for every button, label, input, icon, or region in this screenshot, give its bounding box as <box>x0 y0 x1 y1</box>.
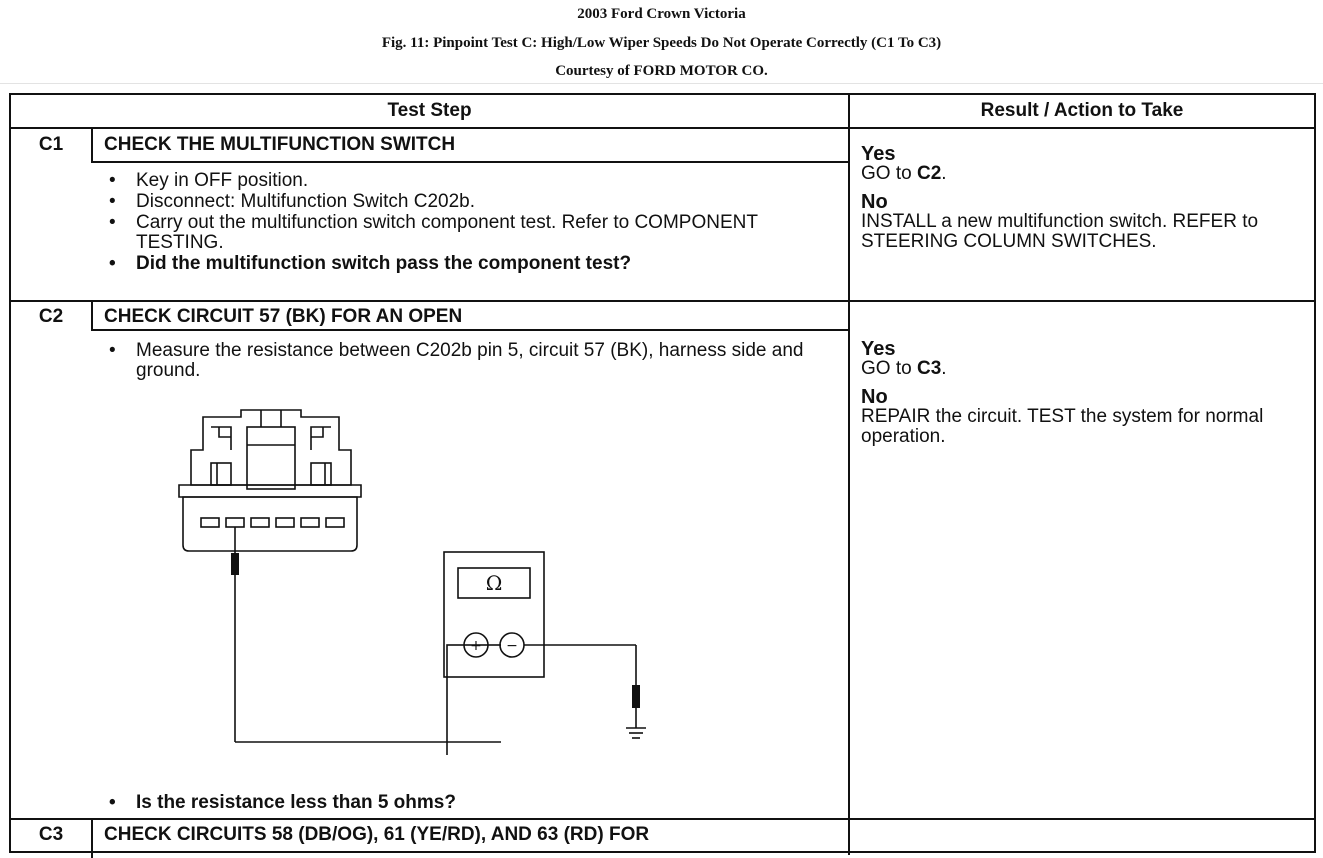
no-action: INSTALL a new multifunction switch. REFE… <box>861 211 1259 252</box>
c1-c2-divider <box>11 300 1314 302</box>
no-label: No <box>861 191 888 213</box>
yes-label: Yes <box>861 143 896 165</box>
figure-caption: Fig. 11: Pinpoint Test C: High/Low Wiper… <box>381 35 942 51</box>
step-question-list-c2: Is the resistance less than 5 ohms? <box>104 793 824 814</box>
c2-c3-divider <box>11 818 1314 820</box>
step-id-c2: C2 <box>38 306 64 327</box>
resistance-measurement-diagram <box>178 409 501 755</box>
plus-label: + <box>470 638 482 654</box>
yes-label: Yes <box>861 338 896 360</box>
step-title-c2: CHECK CIRCUIT 57 (BK) FOR AN OPEN <box>104 306 463 327</box>
id-divider-c1 <box>91 127 93 161</box>
document-vehicle-title: 2003 Ford Crown Victoria <box>577 6 746 22</box>
step-item: Key in OFF position. <box>104 171 804 192</box>
yes-action-suffix: . <box>941 358 947 379</box>
yes-action-text: GO to <box>861 163 917 184</box>
step-item: Disconnect: Multifunction Switch C202b. <box>104 192 804 213</box>
yes-action-text: GO to <box>861 358 917 379</box>
meter-display <box>457 567 531 599</box>
step-id-c3: C3 <box>38 824 64 845</box>
ohmmeter-diagram: Ω + − <box>443 551 646 739</box>
step-list-c2: Measure the resistance between C202b pin… <box>104 341 824 381</box>
step-question: Did the multifunction switch pass the co… <box>104 254 804 275</box>
step-title-c1: CHECK THE MULTIFUNCTION SWITCH <box>104 134 456 155</box>
step-item: Measure the resistance between C202b pin… <box>104 341 824 381</box>
yes-action-suffix: . <box>941 163 947 184</box>
no-action: REPAIR the circuit. TEST the system for … <box>861 406 1264 447</box>
minus-label: − <box>506 638 518 654</box>
header-divider <box>0 83 1323 84</box>
yes-action: GO to C3. <box>861 359 1301 379</box>
courtesy-line: Courtesy of FORD MOTOR CO. <box>555 63 768 79</box>
step-id-c1: C1 <box>38 134 64 155</box>
result-c2: Yes GO to C3. No REPAIR the circuit. TES… <box>861 339 1301 447</box>
column-divider <box>848 95 850 855</box>
step-title-c3: CHECK CIRCUITS 58 (DB/OG), 61 (YE/RD), A… <box>104 824 650 845</box>
c1-title-divider <box>91 161 848 163</box>
id-divider-c2 <box>91 300 93 329</box>
probe-tip <box>231 553 239 575</box>
ground-probe <box>632 685 640 708</box>
pinpoint-test-table: Test Step Result / Action to Take C1 CHE… <box>9 93 1316 858</box>
no-label: No <box>861 386 888 408</box>
ohmmeter-icon <box>446 644 501 755</box>
step-list-c1: Key in OFF position. Disconnect: Multifu… <box>104 171 804 275</box>
yes-action: GO to C2. <box>861 164 1301 184</box>
id-divider-c3 <box>91 818 93 858</box>
yes-target-link[interactable]: C3 <box>916 358 942 379</box>
header-row-divider <box>11 127 1314 129</box>
c2-title-divider <box>91 329 848 331</box>
step-item: Carry out the multifunction switch compo… <box>104 213 804 253</box>
ohm-symbol: Ω <box>486 571 503 595</box>
step-question: Is the resistance less than 5 ohms? <box>104 793 824 814</box>
yes-target-link[interactable]: C2 <box>916 163 942 184</box>
meter-body <box>443 551 545 678</box>
result-c1: Yes GO to C2. No INSTALL a new multifunc… <box>861 144 1301 252</box>
column-header-result: Result / Action to Take <box>980 100 1184 121</box>
connector-icon <box>178 409 458 743</box>
column-header-test-step: Test Step <box>387 100 472 121</box>
positive-terminal-icon <box>463 632 489 658</box>
